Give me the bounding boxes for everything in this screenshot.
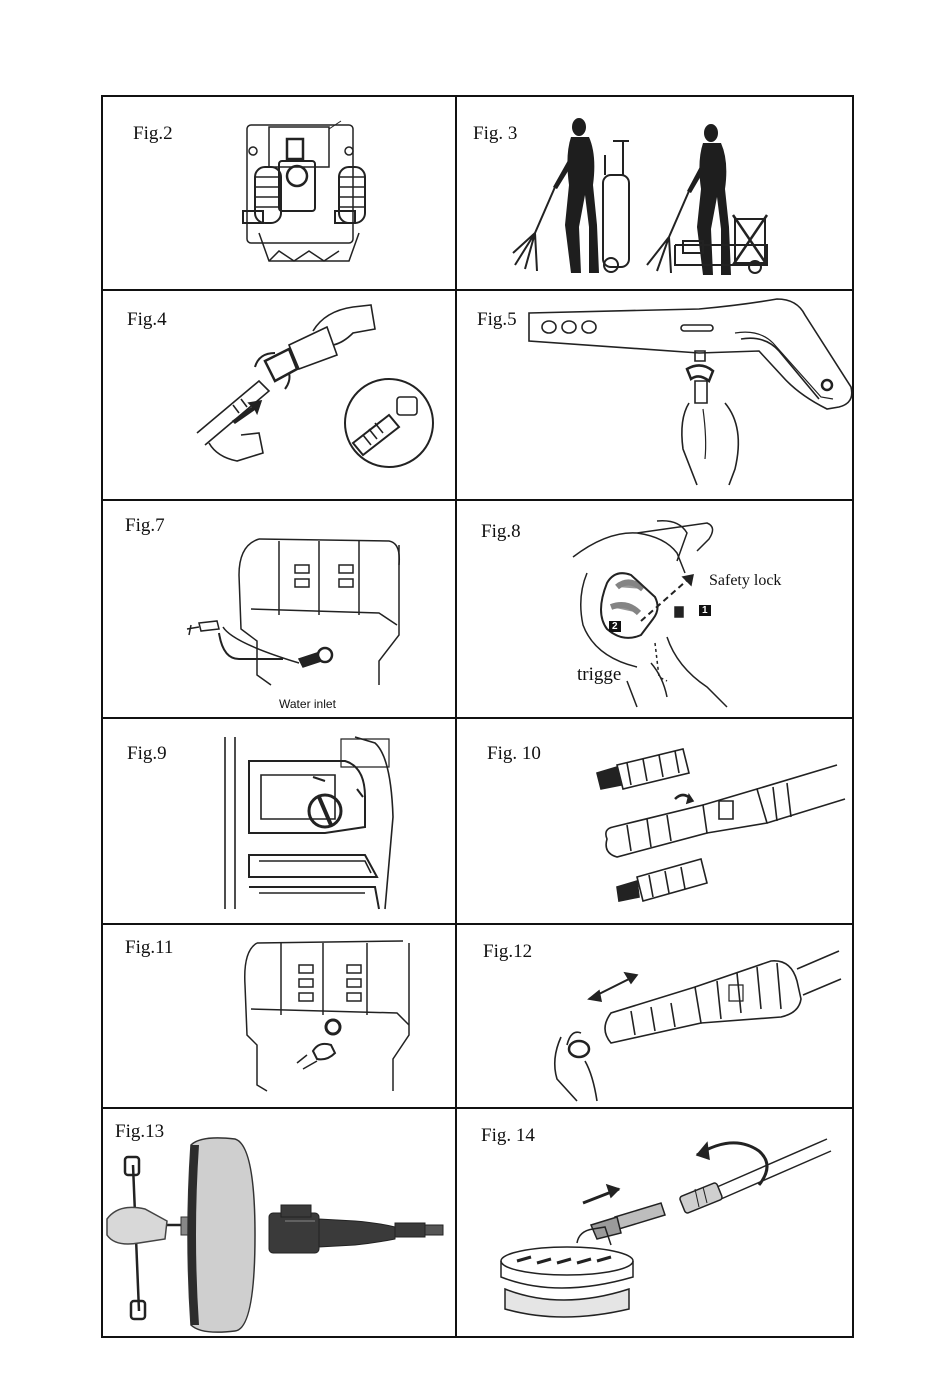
figure-cell-fig3: Fig. 3 — [457, 97, 854, 289]
surface-cleaner-assembly-illustration — [105, 1135, 451, 1335]
water-inlet-connection-illustration — [179, 535, 409, 695]
step-1-badge: 1 — [699, 605, 711, 616]
figure-grid: Fig.2 — [101, 95, 854, 1338]
operator-with-washer-illustration — [505, 115, 845, 280]
power-switch-panel-illustration — [215, 737, 415, 911]
figure-cell-fig7: Fig.7 Water inlet — [103, 501, 455, 717]
surface-cleaner-connection-illustration — [497, 1129, 837, 1335]
trigger-callout: trigge — [577, 664, 621, 686]
nozzle-change-illustration — [541, 929, 841, 1103]
figure-cell-fig8: Fig.8 Safety lock trigge 1 2 — [457, 501, 854, 717]
spray-gun-illustration — [529, 299, 851, 495]
step-2-badge: 2 — [609, 621, 621, 632]
figure-cell-fig2: Fig.2 — [103, 97, 455, 289]
figure-cell-fig9: Fig.9 — [103, 719, 455, 923]
figure-cell-fig12: Fig.12 — [457, 925, 854, 1107]
figure-label: Fig.8 — [481, 521, 521, 543]
safety-lock-callout: Safety lock — [709, 572, 781, 590]
figure-label: Fig. 10 — [487, 743, 541, 765]
figure-label: Fig.7 — [125, 515, 165, 537]
washer-rear-outlet-illustration — [237, 935, 417, 1097]
water-inlet-caption: Water inlet — [279, 697, 336, 711]
figure-label: Fig.5 — [477, 309, 517, 331]
figure-cell-fig10: Fig. 10 — [457, 719, 854, 923]
hose-to-gun-connection-illustration — [193, 303, 433, 473]
figure-label: Fig.4 — [127, 309, 167, 331]
nozzle-adjustment-illustration — [587, 743, 847, 913]
figure-cell-fig5: Fig.5 — [457, 291, 854, 499]
figure-cell-fig13: Fig.13 — [103, 1109, 455, 1338]
figure-label: Fig.2 — [133, 123, 173, 145]
figure-label: Fig.11 — [125, 937, 173, 959]
figure-label: Fig.9 — [127, 743, 167, 765]
washer-front-illustration — [239, 121, 389, 271]
figure-cell-fig4: Fig.4 — [103, 291, 455, 499]
figure-cell-fig11: Fig.11 — [103, 925, 455, 1107]
figure-label: Fig.12 — [483, 941, 532, 963]
figure-cell-fig14: Fig. 14 — [457, 1109, 854, 1338]
